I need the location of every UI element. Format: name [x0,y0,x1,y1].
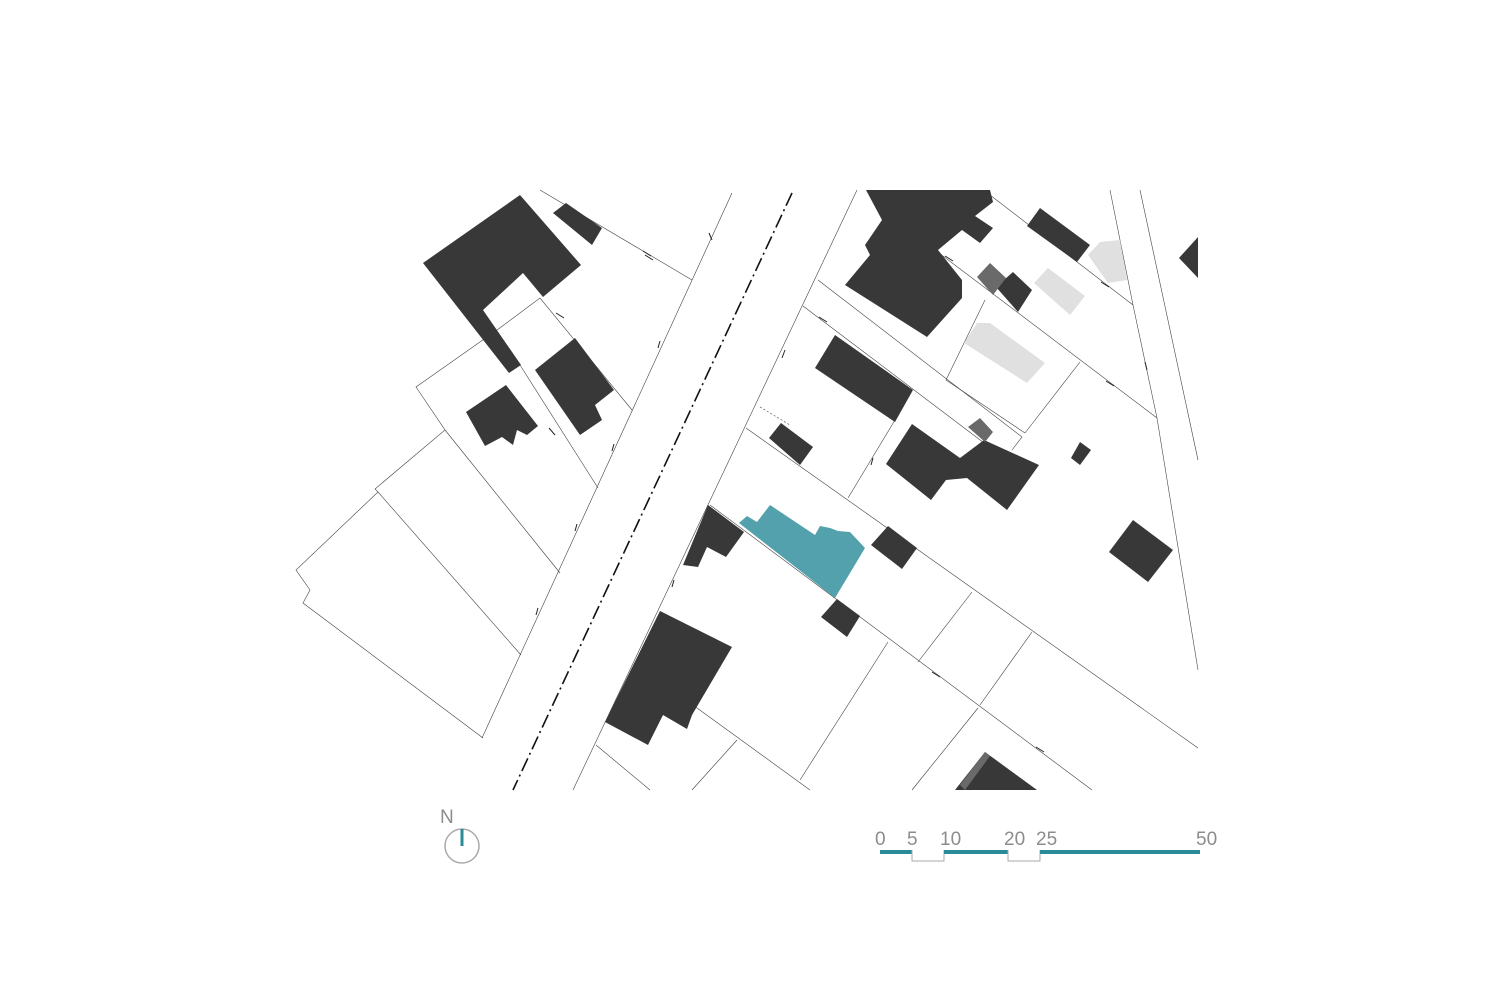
scale-tick-label: 10 [940,829,962,850]
road-centerline [512,192,793,791]
parcel-line [1139,189,1199,461]
demolished-building [964,323,1045,383]
parcel-line [934,249,1158,419]
parcel-line [685,699,811,791]
boundary-marker [931,671,941,678]
building [1179,237,1198,278]
parcel-line [496,297,633,411]
building [466,385,538,446]
annex-building [968,418,993,442]
building [821,599,860,637]
annex-building [977,263,1006,295]
building [553,203,602,245]
north-label: N [440,807,454,828]
parcel-line [595,744,651,791]
boundary-marker [1105,380,1115,387]
building [815,335,913,422]
scale-segment [1007,850,1041,862]
building [845,190,993,337]
north-arrow [444,828,480,864]
parcel-line [817,279,1023,451]
boundary-marker [870,457,874,466]
scale-tick-label: 25 [1036,829,1058,850]
parcel-line [295,329,498,739]
building [955,752,1037,790]
building [605,611,732,745]
parcel-line [691,739,738,791]
boundary-marker [944,255,954,262]
scale-tick-label: 20 [1004,829,1026,850]
scale-tick-label: 5 [907,829,918,850]
scale-segment [911,850,945,862]
boundary-marker [574,523,578,532]
scale-tick-label: 0 [875,829,886,850]
boundary-marker [535,607,539,616]
parcel-line [802,305,1001,456]
building [871,526,917,569]
parcel-line [759,406,791,426]
boundary-marker [818,316,828,323]
parcel-line [377,491,522,656]
building [886,424,1039,510]
parcel-line [519,364,599,489]
parcel-line [911,707,979,791]
building [1109,520,1173,582]
parcel-line [1109,189,1199,671]
building [535,338,614,435]
parcel-line [745,427,1199,749]
boundary-markers [535,232,1148,753]
demolished-building [1088,240,1127,283]
demolished-building [1034,268,1085,315]
parcel-line [917,591,973,663]
building [1071,442,1091,465]
light-structures [960,240,1127,790]
building [996,272,1032,312]
scale-segment [1040,850,1200,854]
boundary-marker [657,340,661,349]
scale-tick-label: 50 [1196,829,1218,850]
parcel-line [847,419,896,499]
boundary-marker [644,254,654,261]
scale-segment [880,850,912,854]
boundary-marker [1144,361,1148,371]
road-edge-east [572,189,858,791]
boundary-marker [1035,746,1045,753]
boundary-marker [1100,281,1110,288]
boundary-marker [548,427,556,436]
parcel-line [799,641,889,781]
parcel-line [945,299,1026,434]
scale-bar [880,850,1200,862]
scale-segment [944,850,1008,854]
parcel-line [979,631,1033,706]
road-edge-west [481,192,733,739]
boundary-marker [642,250,652,257]
building [769,423,813,465]
neighbouring-buildings [423,190,1198,790]
boundary-marker [708,232,713,241]
project-building-highlight [739,505,865,598]
boundary-marker [781,349,786,359]
boundary-marker [671,579,675,588]
annex-building [960,752,990,790]
boundary-marker [555,312,565,319]
parcel-line [444,429,561,574]
parcel-line [709,504,1093,791]
building [683,505,744,567]
parcel-line [1024,361,1081,434]
building [1027,208,1090,262]
building [423,195,581,373]
boundary-marker [611,443,615,452]
